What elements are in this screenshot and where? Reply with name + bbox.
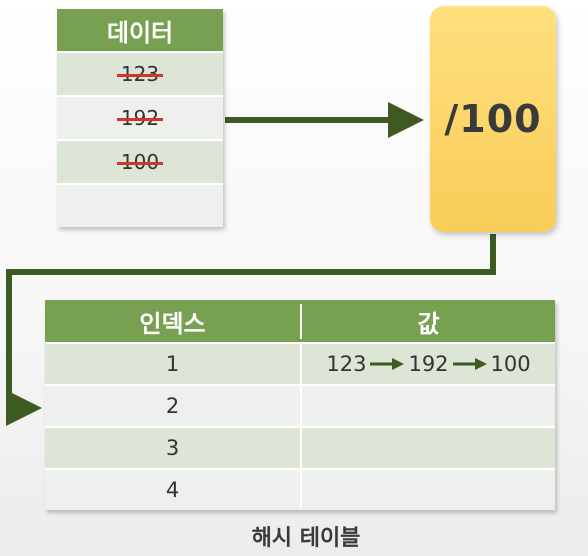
chain-value: 123 [326, 352, 367, 376]
index-cell: 4 [165, 478, 180, 502]
chain-value: 192 [408, 352, 449, 376]
hash-table: 인덱스 값 1 123 192 100 2 3 4 [45, 300, 555, 510]
data-value: 100 [116, 150, 164, 174]
index-cell: 1 [165, 352, 180, 376]
table-row: 3 [45, 426, 555, 468]
chain-value: 100 [490, 352, 531, 376]
table-row: 1 123 192 100 [45, 342, 555, 384]
table-row: 4 [45, 468, 555, 510]
hash-table-header-row: 인덱스 값 [45, 300, 555, 342]
right-arrow-icon [452, 357, 487, 371]
data-value: 192 [116, 106, 164, 130]
index-cell: 2 [165, 394, 180, 418]
value-cell: 123 192 100 [300, 344, 555, 384]
hash-function-box: /100 [430, 6, 556, 232]
data-row-empty [57, 183, 223, 227]
value-cell [300, 428, 555, 468]
data-row: 192 [57, 95, 223, 139]
hash-function-label: /100 [444, 97, 542, 141]
index-column-header: 인덱스 [139, 309, 206, 338]
data-row: 123 [57, 51, 223, 95]
data-value: 123 [116, 62, 164, 86]
value-column-header: 값 [300, 303, 555, 339]
hash-to-table-arrow [6, 234, 496, 426]
table-row: 2 [45, 384, 555, 426]
value-cell [300, 386, 555, 426]
data-row: 100 [57, 139, 223, 183]
value-cell [300, 470, 555, 510]
data-table-header: 데이터 [57, 9, 223, 51]
data-table: 데이터 123 192 100 [57, 9, 223, 227]
right-arrow-icon [370, 357, 405, 371]
hash-table-caption: 해시 테이블 [251, 526, 361, 551]
index-cell: 3 [165, 436, 180, 460]
value-chain: 123 192 100 [326, 352, 530, 376]
